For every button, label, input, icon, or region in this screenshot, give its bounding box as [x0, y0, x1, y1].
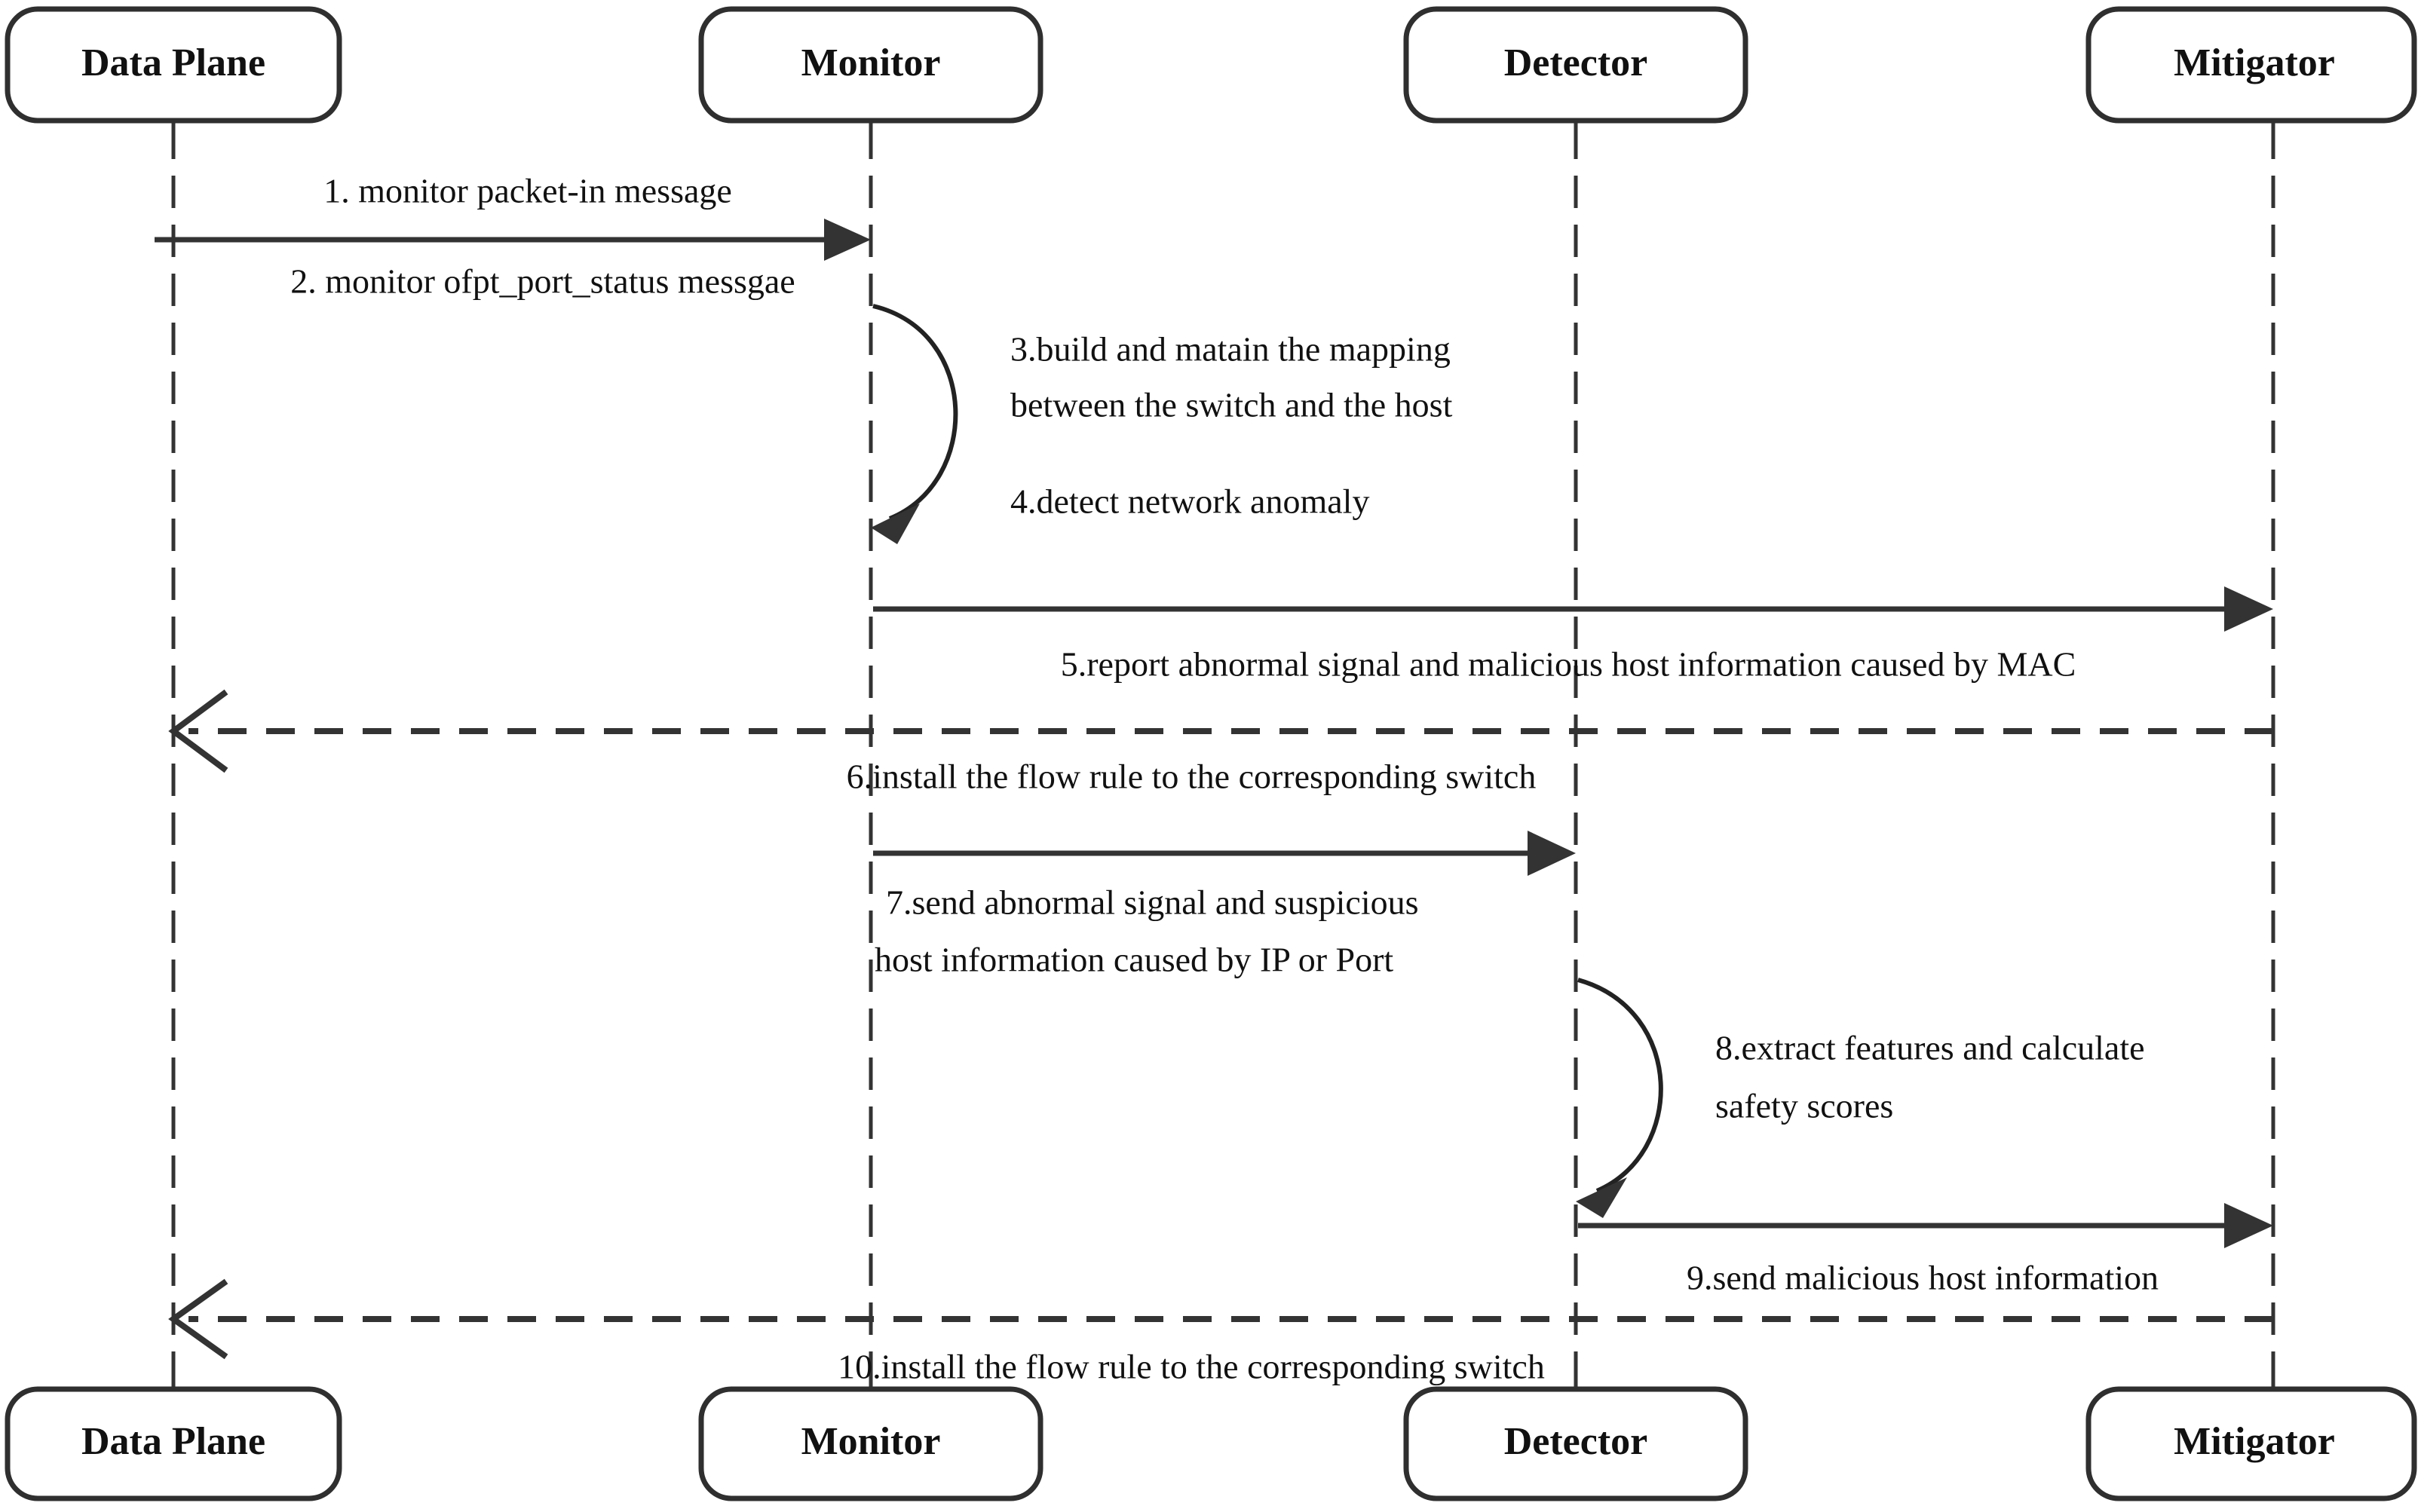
- message-9-arrowhead-icon: [2224, 1203, 2273, 1248]
- message-8-arrowhead-icon: [1576, 1177, 1627, 1218]
- participant-label-mitigator-bottom: Mitigator: [2174, 1420, 2335, 1463]
- message-7-label-line-2: host information caused by IP or Port: [875, 941, 1393, 979]
- footer-boxes-group: Data Plane Monitor Detector Mitigator: [5, 1386, 2417, 1501]
- participant-box-mitigator-bottom[interactable]: Mitigator: [2085, 1386, 2417, 1501]
- participant-box-detector-top[interactable]: Detector: [1403, 6, 1748, 124]
- message-9-label: 9.send malicious host information: [1687, 1259, 2159, 1297]
- message-4[interactable]: 4.detect network anomaly: [1010, 482, 1369, 521]
- message-6-arrowhead-icon: [168, 689, 228, 773]
- participant-label-monitor-bottom: Monitor: [801, 1420, 941, 1463]
- participant-label-monitor-top: Monitor: [801, 41, 941, 84]
- participant-label-mitigator-top: Mitigator: [2174, 41, 2335, 84]
- message-10-arrowhead-icon: [168, 1278, 228, 1360]
- message-7-arrowhead-icon: [1528, 831, 1576, 876]
- message-1[interactable]: 1. monitor packet-in message: [155, 172, 871, 261]
- message-10-label: 10.install the flow rule to the correspo…: [838, 1348, 1545, 1386]
- participant-box-monitor-bottom[interactable]: Monitor: [698, 1386, 1043, 1501]
- message-8-label-line-2: safety scores: [1715, 1087, 1893, 1125]
- message-8-label-line-1: 8.extract features and calculate: [1715, 1029, 2145, 1067]
- message-2[interactable]: 2. monitor ofpt_port_status messgae: [290, 262, 795, 301]
- message-8-self-arc: [1577, 978, 1663, 1193]
- message-3-label-line-2: between the switch and the host: [1010, 386, 1453, 424]
- message-1-label: 1. monitor packet-in message: [323, 172, 732, 210]
- participant-label-data-plane-bottom: Data Plane: [81, 1420, 265, 1463]
- participant-box-mitigator-top[interactable]: Mitigator: [2085, 6, 2417, 124]
- lifeline-stubs-group: [171, 121, 2275, 1387]
- message-3-label-line-1: 3.build and matain the mapping: [1010, 330, 1451, 369]
- message-5-arrowhead-icon: [2224, 586, 2273, 632]
- message-6[interactable]: 6.install the flow rule to the correspon…: [168, 689, 2273, 796]
- message-4-label: 4.detect network anomaly: [1010, 482, 1369, 521]
- header-boxes-group: Data Plane Monitor Detector Mitigator: [5, 6, 2417, 124]
- message-3-arrowhead-icon: [871, 503, 920, 544]
- participant-label-detector-bottom: Detector: [1504, 1420, 1648, 1463]
- message-10[interactable]: 10.install the flow rule to the correspo…: [168, 1278, 2273, 1386]
- participant-box-data-plane-bottom[interactable]: Data Plane: [5, 1386, 342, 1501]
- participant-box-monitor-top[interactable]: Monitor: [698, 6, 1043, 124]
- participant-box-data-plane-top[interactable]: Data Plane: [5, 6, 342, 124]
- message-5[interactable]: 5.report abnormal signal and malicious h…: [873, 586, 2273, 684]
- message-7-label-line-1: 7.send abnormal signal and suspicious: [886, 883, 1419, 922]
- message-6-label: 6.install the flow rule to the correspon…: [847, 758, 1537, 796]
- message-5-label: 5.report abnormal signal and malicious h…: [1061, 645, 2076, 684]
- message-3-self-arc: [872, 304, 958, 521]
- message-8[interactable]: 8.extract features and calculate safety …: [1576, 978, 2145, 1218]
- message-7[interactable]: 7.send abnormal signal and suspicious ho…: [873, 831, 1576, 979]
- message-1-arrowhead-icon: [824, 219, 871, 261]
- participant-label-data-plane-top: Data Plane: [81, 41, 265, 84]
- message-9[interactable]: 9.send malicious host information: [1578, 1203, 2273, 1297]
- lifelines-group: [171, 127, 2275, 1383]
- message-2-label: 2. monitor ofpt_port_status messgae: [290, 262, 795, 301]
- participant-box-detector-bottom[interactable]: Detector: [1403, 1386, 1748, 1501]
- participant-label-detector-top: Detector: [1504, 41, 1648, 84]
- message-3[interactable]: 3.build and matain the mapping between t…: [871, 304, 1453, 544]
